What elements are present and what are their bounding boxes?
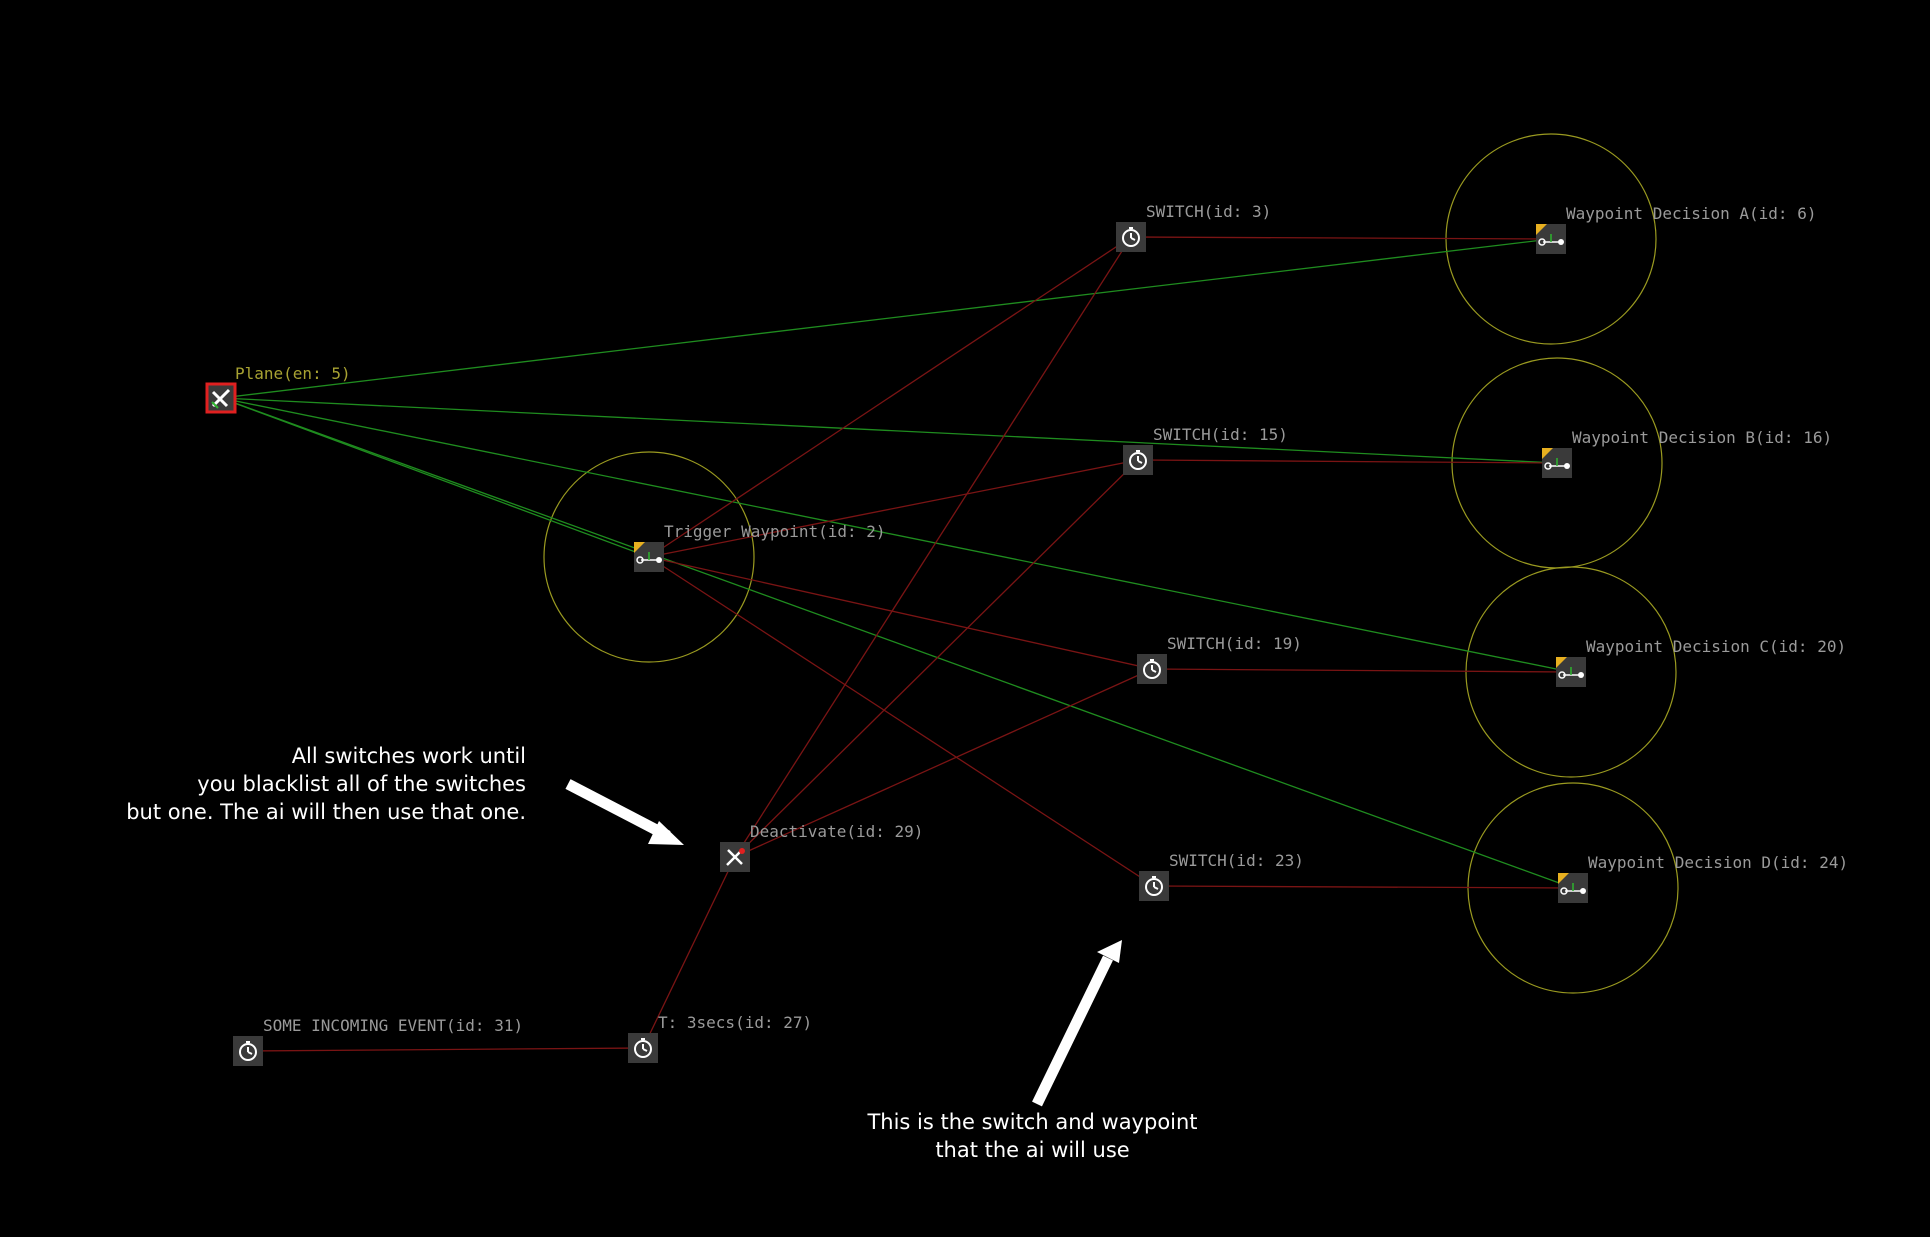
node-label: Trigger Waypoint(id: 2) xyxy=(664,522,886,541)
node-switch-3[interactable]: SWITCH(id: 3) xyxy=(1116,202,1271,252)
radius-circle-wp-c xyxy=(1465,566,1677,778)
node-timer-27[interactable]: T: 3secs(id: 27) xyxy=(628,1013,812,1063)
link-trigger-wp-to-switch-15 xyxy=(648,459,1139,558)
node-label: T: 3secs(id: 27) xyxy=(658,1013,812,1032)
timer-icon xyxy=(1122,227,1140,247)
arrow-to-deactivate xyxy=(565,779,671,841)
node-label: Waypoint Decision C(id: 20) xyxy=(1586,637,1846,656)
waypoint-icon xyxy=(1542,448,1570,470)
nodes: Plane(en: 5) Trigger Waypoint(id: 2) SWITC… xyxy=(205,202,1848,1066)
link-timer-27-to-deactivate xyxy=(642,856,736,1049)
annotation-line: All switches work until xyxy=(291,744,526,768)
annotation-arrows xyxy=(565,779,1122,1107)
link-switch-23-to-wp-d xyxy=(1153,885,1574,889)
timer-icon xyxy=(239,1041,257,1061)
waypoint-icon xyxy=(1558,873,1586,895)
deactivate-icon xyxy=(726,848,745,866)
node-wp-a[interactable]: Waypoint Decision A(id: 6) xyxy=(1536,204,1816,254)
node-label: SOME INCOMING EVENT(id: 31) xyxy=(263,1016,523,1035)
waypoint-icon xyxy=(1556,657,1584,679)
node-wp-b[interactable]: Waypoint Decision B(id: 16) xyxy=(1542,428,1832,478)
node-label: SWITCH(id: 3) xyxy=(1146,202,1271,221)
annotation-line: but one. The ai will then use that one. xyxy=(126,800,526,824)
links xyxy=(220,236,1574,1052)
node-label: Plane(en: 5) xyxy=(235,364,351,383)
node-label: Waypoint Decision D(id: 24) xyxy=(1588,853,1848,872)
node-wp-c[interactable]: Waypoint Decision C(id: 20) xyxy=(1556,637,1846,687)
link-plane-to-trigger-wp xyxy=(220,397,650,558)
node-label: Deactivate(id: 29) xyxy=(750,822,923,841)
link-deactivate-to-switch-19 xyxy=(734,668,1153,858)
waypoint-icon xyxy=(634,542,662,564)
link-switch-3-to-wp-a xyxy=(1130,236,1552,240)
link-switch-15-to-wp-b xyxy=(1137,459,1558,464)
link-trigger-wp-to-switch-3 xyxy=(648,236,1132,558)
annotation-blacklist-note: All switches work until you blacklist al… xyxy=(126,742,526,826)
node-plane[interactable]: Plane(en: 5) xyxy=(205,364,351,414)
annotation-used-switch-note: This is the switch and waypoint that the… xyxy=(865,1108,1200,1164)
node-label: SWITCH(id: 23) xyxy=(1169,851,1304,870)
node-event-31[interactable]: SOME INCOMING EVENT(id: 31) xyxy=(233,1016,523,1066)
node-label: SWITCH(id: 19) xyxy=(1167,634,1302,653)
radius-circle-trigger-wp xyxy=(543,451,755,663)
annotation-line: This is the switch and waypoint xyxy=(867,1110,1198,1134)
node-deactivate[interactable]: Deactivate(id: 29) xyxy=(720,822,923,872)
timer-icon xyxy=(1143,659,1161,679)
link-plane-to-wp-a xyxy=(220,238,1552,399)
arrow-to-deactivate-head xyxy=(648,821,684,845)
link-deactivate-to-switch-15 xyxy=(734,459,1139,858)
timer-icon xyxy=(634,1038,652,1058)
node-switch-19[interactable]: SWITCH(id: 19) xyxy=(1137,634,1302,684)
node-label: Waypoint Decision B(id: 16) xyxy=(1572,428,1832,447)
node-switch-23[interactable]: SWITCH(id: 23) xyxy=(1139,851,1304,901)
plane-icon xyxy=(211,388,231,409)
node-switch-15[interactable]: SWITCH(id: 15) xyxy=(1123,425,1288,475)
link-event-31-to-timer-27 xyxy=(247,1047,644,1052)
timer-icon xyxy=(1145,876,1163,896)
annotation-line: you blacklist all of the switches xyxy=(197,772,526,796)
link-plane-to-wp-b xyxy=(220,397,1558,464)
node-trigger-wp[interactable]: Trigger Waypoint(id: 2) xyxy=(634,522,886,572)
arrow-to-switch-23 xyxy=(1032,955,1113,1107)
node-label: Waypoint Decision A(id: 6) xyxy=(1566,204,1816,223)
node-wp-d[interactable]: Waypoint Decision D(id: 24) xyxy=(1558,853,1848,903)
link-trigger-wp-to-switch-19 xyxy=(648,556,1153,670)
link-plane-to-wp-c xyxy=(220,397,1572,673)
link-deactivate-to-switch-3 xyxy=(734,236,1132,858)
link-plane-to-wp-d xyxy=(220,397,1574,889)
link-switch-19-to-wp-c xyxy=(1151,668,1572,673)
link-trigger-wp-to-switch-23 xyxy=(648,556,1155,887)
timer-icon xyxy=(1129,450,1147,470)
annotation-line: that the ai will use xyxy=(935,1138,1130,1162)
waypoint-icon xyxy=(1536,224,1564,246)
arrow-to-switch-23-head xyxy=(1097,940,1122,963)
node-label: SWITCH(id: 15) xyxy=(1153,425,1288,444)
